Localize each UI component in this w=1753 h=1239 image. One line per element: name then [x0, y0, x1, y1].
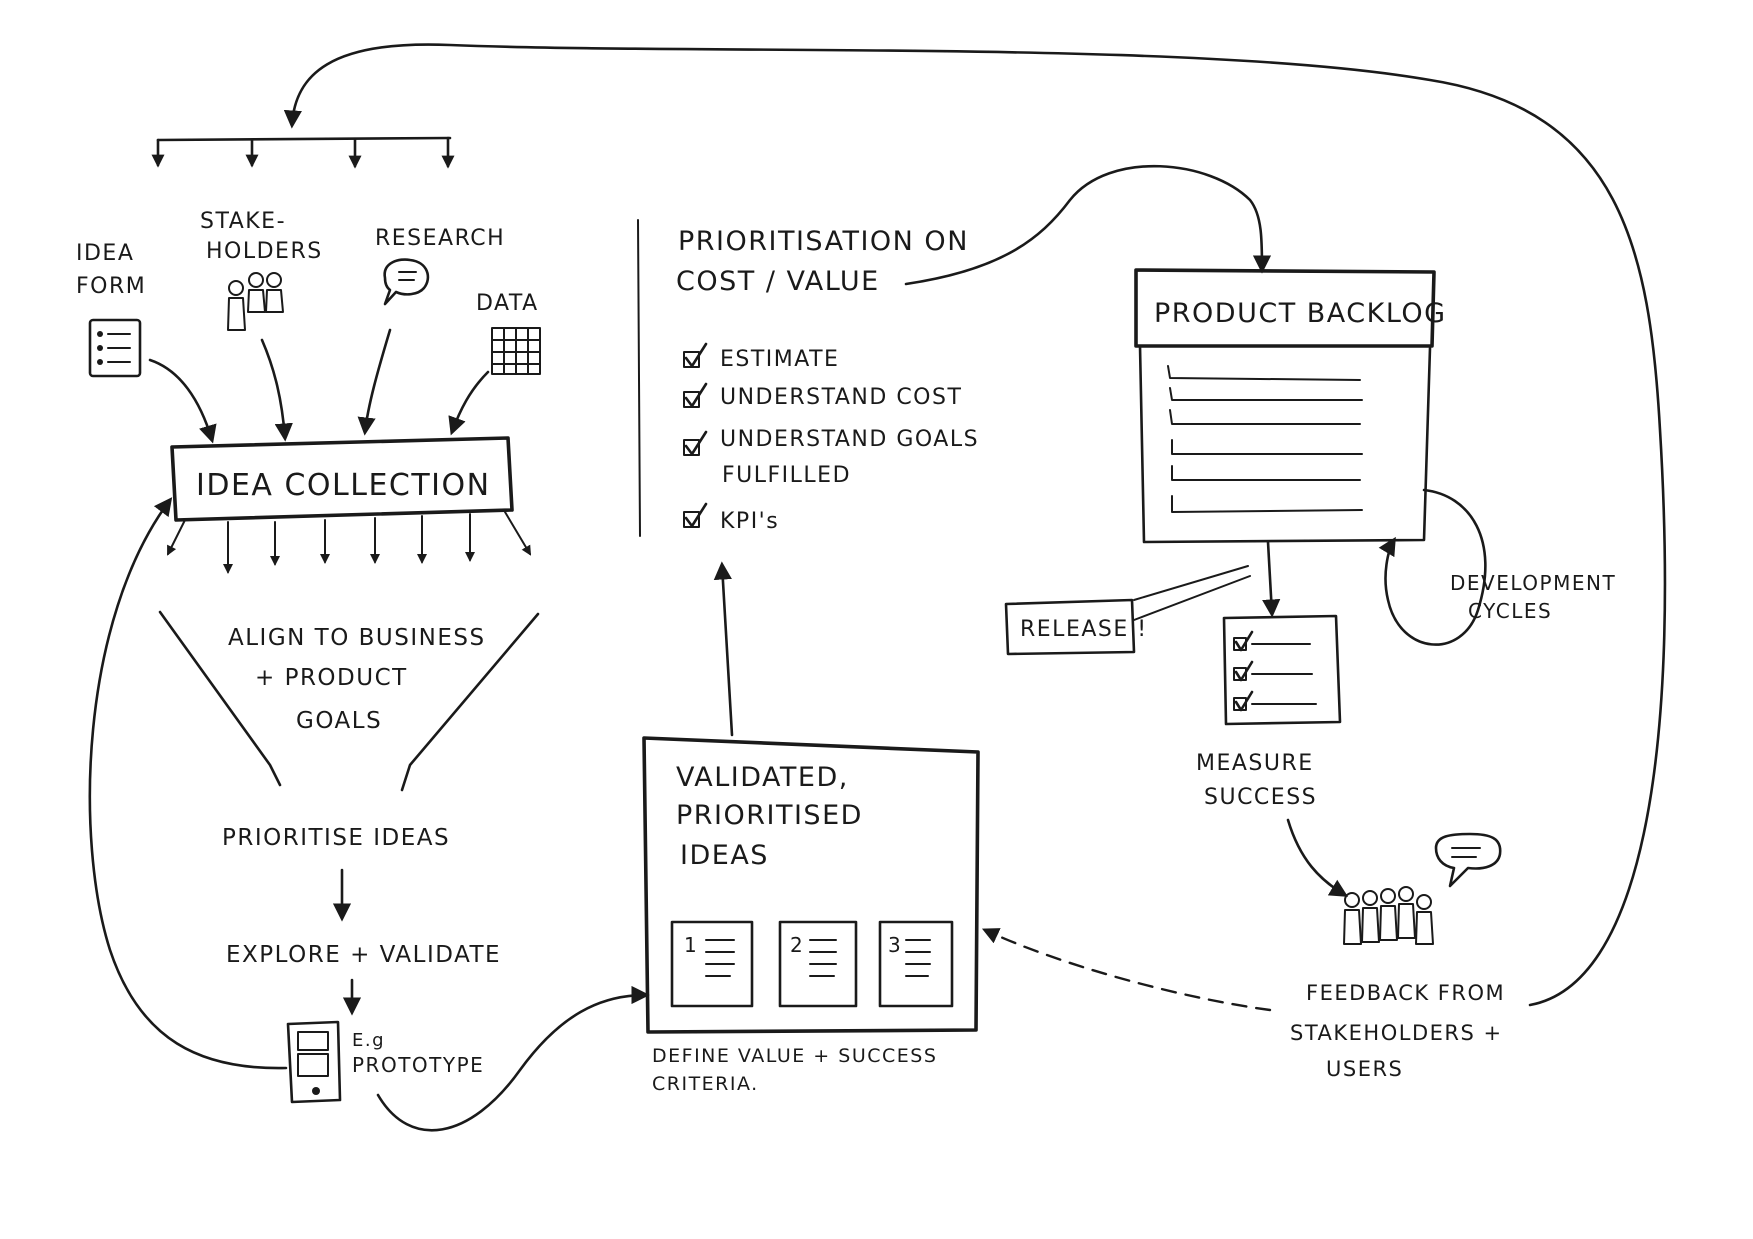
prototype-phone-icon — [286, 1020, 342, 1104]
people-icon — [227, 272, 284, 331]
feedback-loop-arrow — [283, 43, 1667, 1007]
validated-title-3: IDEAS — [680, 840, 769, 871]
feedback-speech-bubble-icon — [1434, 832, 1502, 888]
feedback-label-1: FEEDBACK FROM — [1306, 981, 1505, 1005]
development-label-1: DEVELOPMENT — [1450, 571, 1616, 595]
measure-label-1: MEASURE — [1196, 751, 1314, 776]
arrow-research-to-collection — [357, 328, 392, 436]
prioritise-ideas-label: PRIORITISE IDEAS — [222, 825, 450, 851]
idea-form-label-2: FORM — [76, 274, 146, 299]
checklist-item: UNDERSTAND GOALS FULFILLED — [683, 427, 979, 488]
idea-form-label: IDEA — [76, 241, 134, 266]
idea-collection-box: IDEA COLLECTION — [170, 436, 514, 522]
prioritisation-title-2: COST / VALUE — [676, 266, 880, 297]
arrow-data-to-collection — [448, 370, 490, 436]
data-label: DATA — [476, 291, 539, 316]
prioritisation-title-1: PRIORITISATION ON — [678, 226, 969, 257]
idea-card-number: 3 — [888, 933, 902, 957]
checklist-item: KPI's — [683, 502, 779, 534]
funnel-right-side — [400, 612, 540, 792]
funnel-arrows — [167, 511, 532, 574]
align-label-2: + PRODUCT — [255, 665, 408, 691]
checklist-item: ESTIMATE — [683, 342, 839, 372]
prototype-label-1: E.g — [352, 1030, 385, 1051]
measure-label-2: SUCCESS — [1204, 785, 1317, 810]
development-label-2: CYCLES — [1468, 599, 1552, 623]
validated-title-2: PRIORITISED — [676, 800, 863, 831]
backlog-title: PRODUCT BACKLOG — [1154, 298, 1447, 329]
validated-caption-1: DEFINE VALUE + SUCCESS — [652, 1045, 937, 1067]
form-icon — [88, 318, 142, 378]
idea-card: 2 — [778, 920, 858, 1008]
source-stakeholders: STAKE- HOLDERS — [200, 209, 323, 331]
idea-card: 3 — [878, 920, 954, 1008]
prioritisation-divider — [637, 219, 641, 537]
source-data: DATA — [476, 291, 541, 375]
validated-ideas-box: VALIDATED, PRIORITISED IDEAS 1 2 3 — [642, 736, 980, 1034]
source-research: RESEARCH — [375, 226, 505, 306]
measure-checklist-icon — [1222, 614, 1342, 726]
align-label-1: ALIGN TO BUSINESS — [228, 625, 486, 651]
source-idea-form: IDEA FORM — [76, 241, 146, 378]
feedback-label-2: STAKEHOLDERS + — [1290, 1021, 1503, 1045]
speech-bubble-icon — [383, 258, 430, 306]
arrow-backlog-to-release — [1262, 540, 1281, 618]
idea-card: 1 — [670, 920, 754, 1008]
dashed-feedback-to-validated — [981, 928, 1272, 1012]
checklist-label-continued: FULFILLED — [722, 463, 851, 488]
development-cycle-loop — [1378, 488, 1487, 646]
checklist-label: UNDERSTAND COST — [720, 385, 962, 410]
backlog-items — [1167, 365, 1363, 513]
release-callout: RELEASE ! — [1004, 565, 1251, 656]
feedback-label-3: USERS — [1326, 1057, 1403, 1081]
release-label: RELEASE ! — [1020, 617, 1148, 642]
checklist-item: UNDERSTAND COST — [683, 382, 962, 410]
funnel-left-side — [158, 610, 282, 787]
table-grid-icon — [491, 327, 541, 375]
idea-card-number: 2 — [790, 933, 804, 957]
checklist-label: ESTIMATE — [720, 347, 839, 372]
validated-caption-2: CRITERIA. — [652, 1073, 759, 1095]
source-distribution-bar — [151, 136, 455, 169]
arrow-form-to-collection — [148, 358, 217, 444]
prototype-label-2: PROTOTYPE — [352, 1053, 484, 1077]
stakeholders-label: STAKE- — [200, 209, 286, 234]
stakeholders-label-2: HOLDERS — [206, 239, 323, 264]
arrow-stakeholders-to-collection — [260, 338, 293, 442]
prioritisation-checklist: ESTIMATE UNDERSTAND COST UNDERSTAND GOAL… — [683, 342, 979, 534]
arrow-prototype-to-validated — [376, 985, 650, 1132]
idea-collection-label: IDEA COLLECTION — [196, 468, 491, 503]
arrow-measure-to-users — [1286, 818, 1349, 897]
arrow-prioritisation-to-backlog — [904, 164, 1272, 286]
align-label-3: GOALS — [296, 708, 382, 734]
validated-title-1: VALIDATED, — [676, 762, 849, 793]
idea-card-number: 1 — [684, 933, 698, 957]
checklist-label: KPI's — [720, 509, 779, 534]
explore-validate-label: EXPLORE + VALIDATE — [226, 942, 501, 968]
product-backlog-box: PRODUCT BACKLOG — [1134, 268, 1447, 544]
checklist-label: UNDERSTAND GOALS — [720, 427, 979, 452]
users-group-icon — [1343, 886, 1434, 945]
loop-prototype-to-collection — [88, 497, 288, 1070]
arrow-validated-to-prioritisation — [713, 561, 734, 737]
research-label: RESEARCH — [375, 226, 505, 251]
